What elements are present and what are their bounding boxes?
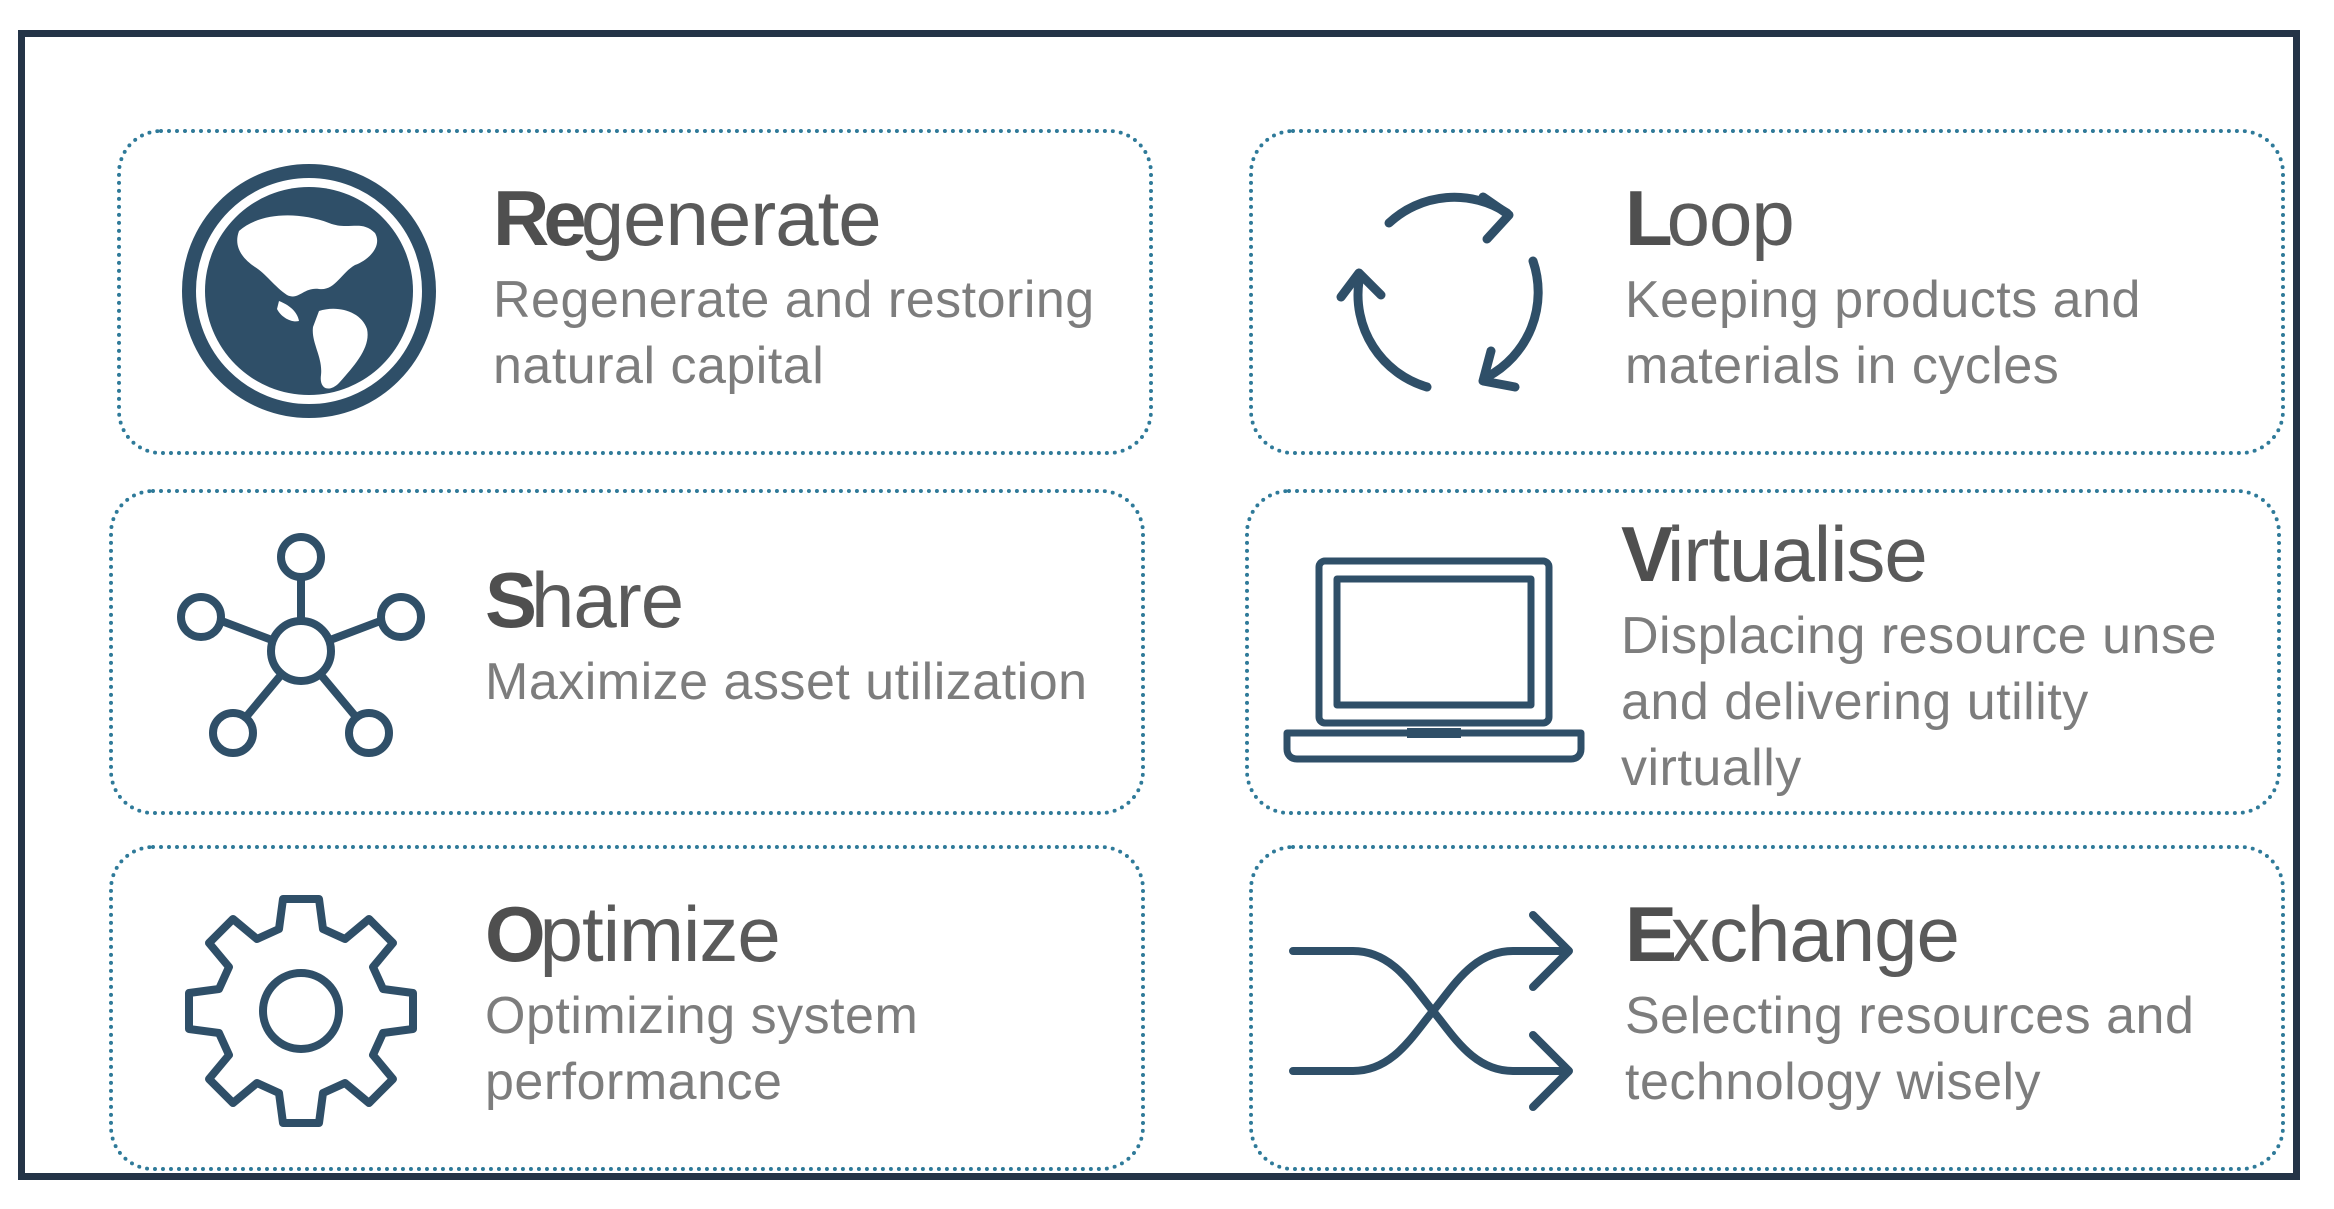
card-optimize: Optimize Optimizing system performance <box>109 845 1145 1171</box>
diagram-frame: Regenerate Regenerate and restoring natu… <box>18 30 2300 1180</box>
card-description: Selecting resources and technology wisel… <box>1625 987 2195 1111</box>
card-title: Exchange <box>1625 890 1960 978</box>
card-title: Virtualise <box>1621 510 1928 598</box>
cycle-arrows-icon <box>1311 161 1571 421</box>
card-title: Loop <box>1625 174 1795 262</box>
card-description: Regenerate and restoring natural capital <box>493 271 1095 395</box>
crossing-arrows-icon <box>1283 877 1583 1137</box>
card-description: Keeping products and materials in cycles <box>1625 271 2141 395</box>
network-icon <box>171 521 431 781</box>
card-title: Regenerate <box>493 174 882 262</box>
card-title: Optimize <box>485 890 781 978</box>
card-share: Share Maximize asset utilization <box>109 489 1145 815</box>
card-description: Maximize asset utilization <box>485 653 1088 711</box>
gear-icon <box>171 877 431 1137</box>
card-regenerate: Regenerate Regenerate and restoring natu… <box>117 129 1153 455</box>
card-loop: Loop Keeping products and materials in c… <box>1249 129 2285 455</box>
card-virtualise: Virtualise Displacing resource unse and … <box>1245 489 2281 815</box>
globe-icon <box>179 161 439 421</box>
card-description: Displacing resource unse and delivering … <box>1621 607 2217 797</box>
laptop-icon <box>1279 521 1589 781</box>
card-title: Share <box>485 556 684 644</box>
card-description: Optimizing system performance <box>485 987 919 1111</box>
card-exchange: Exchange Selecting resources and technol… <box>1249 845 2285 1171</box>
